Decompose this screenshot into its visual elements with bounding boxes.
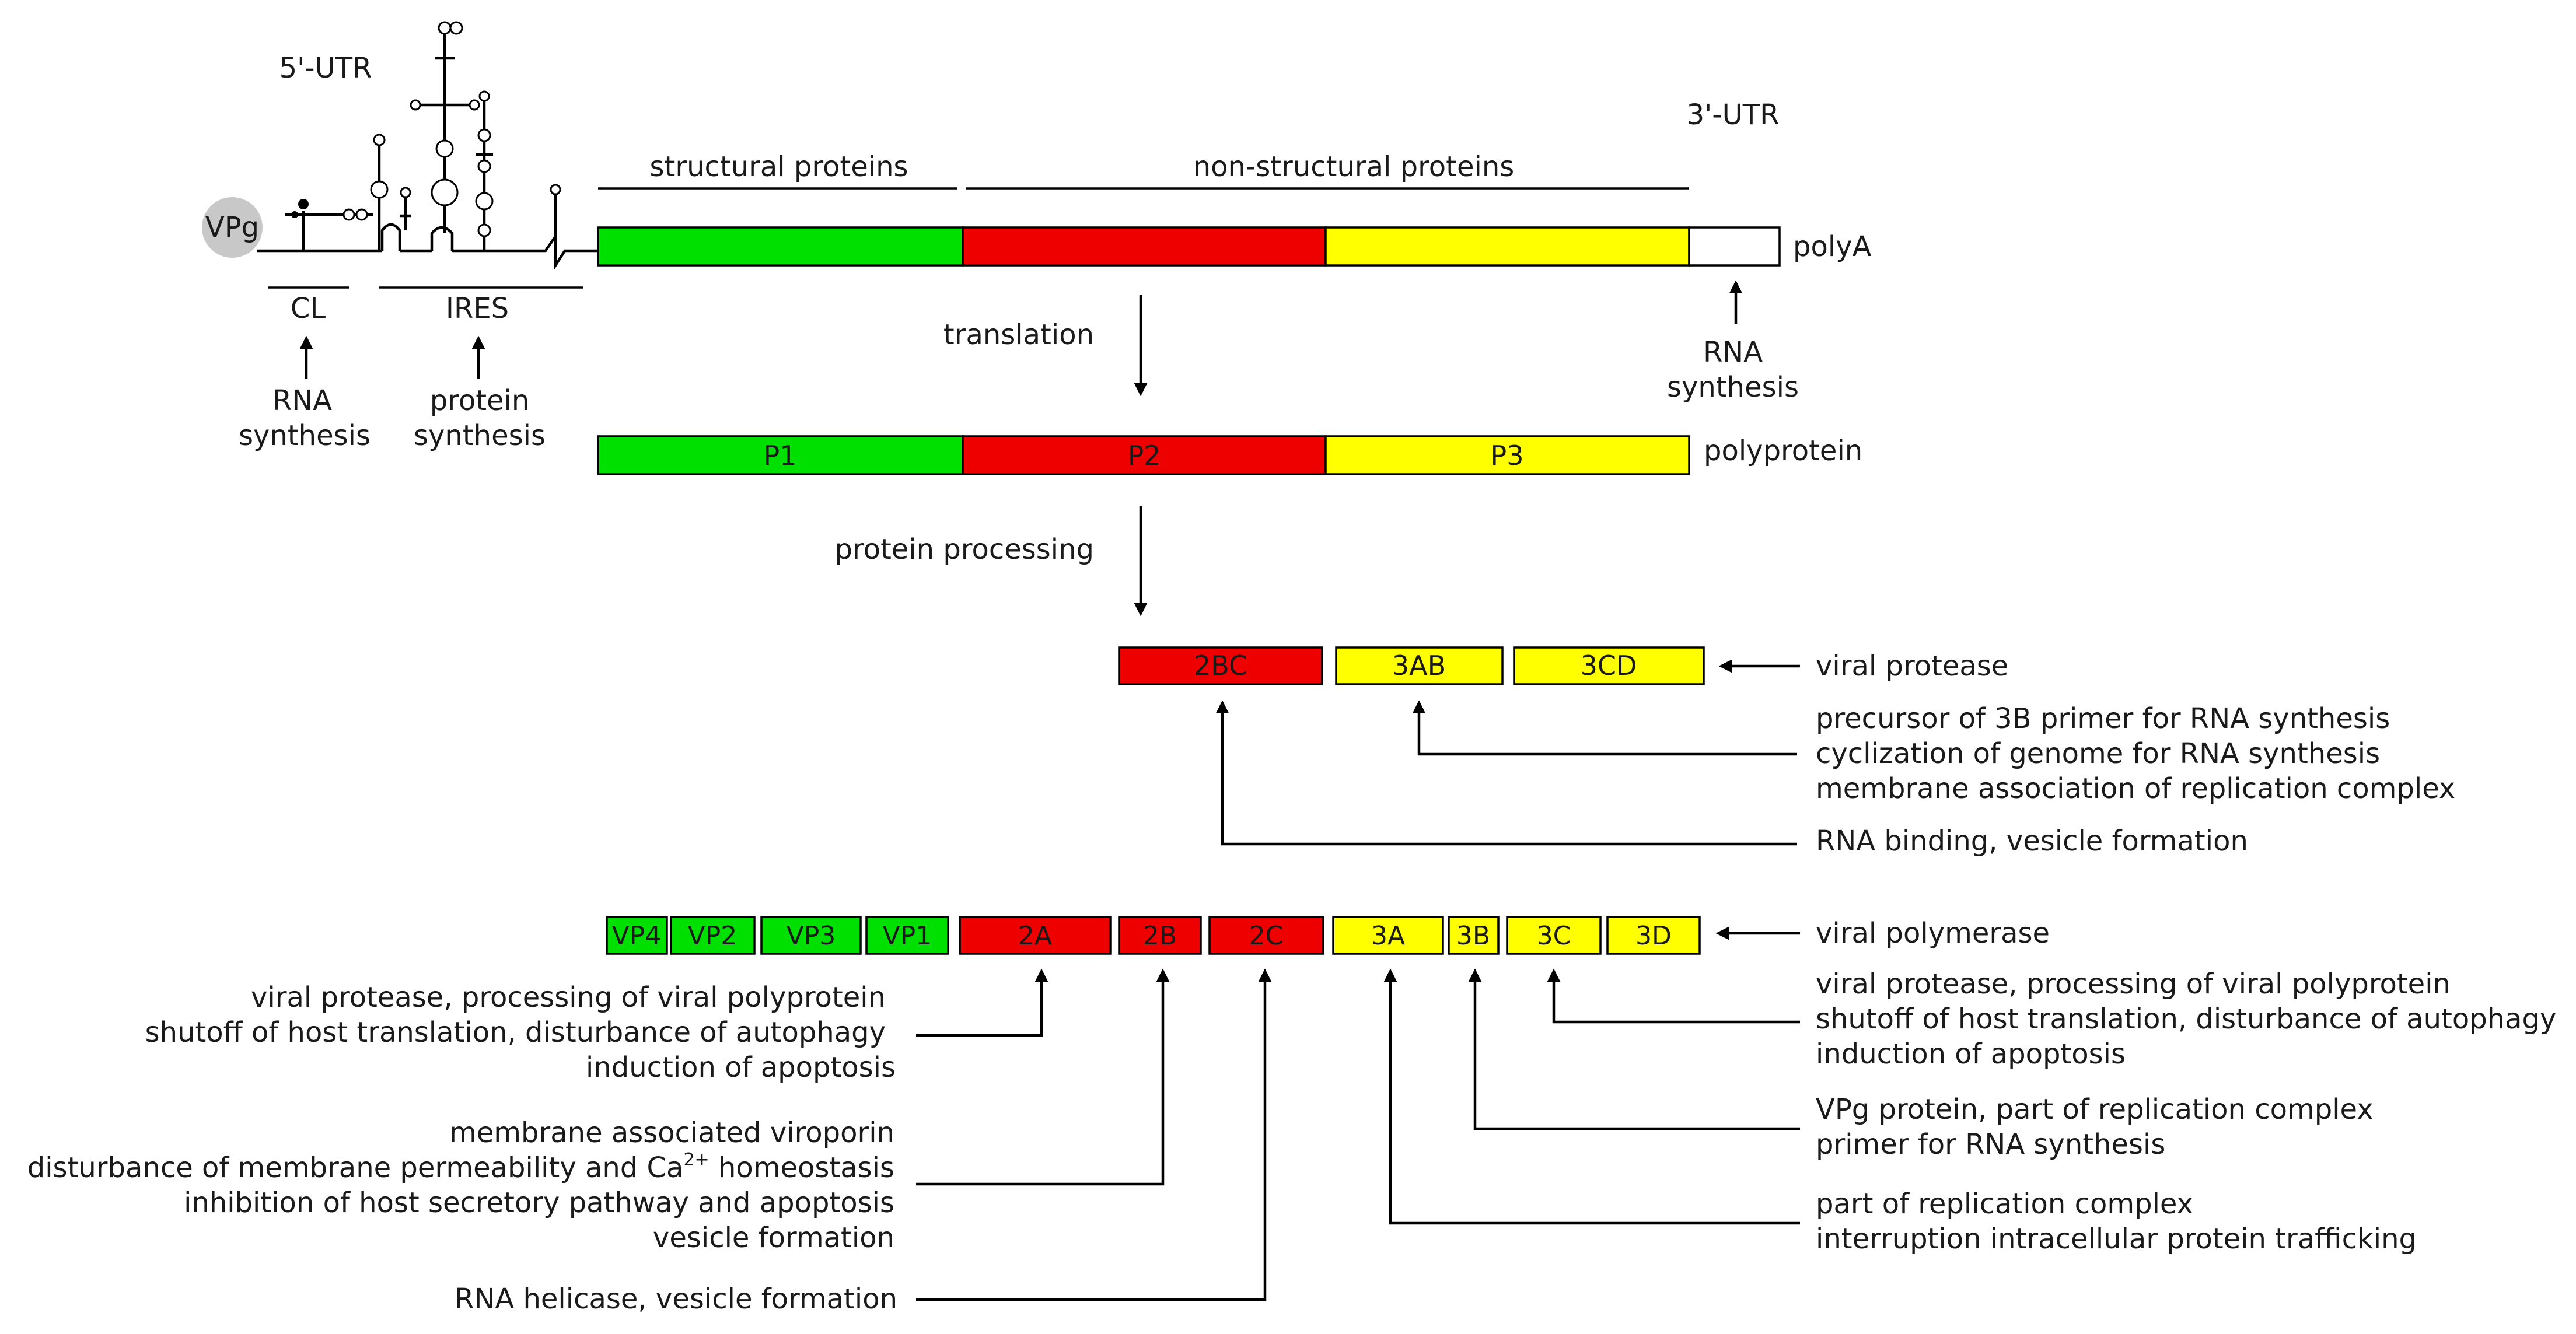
polyprotein-p3-box xyxy=(1324,435,1690,475)
a2-function-line2: shutoff of host translation, disturbance… xyxy=(145,1016,886,1049)
ab-function-connector xyxy=(1412,700,1797,756)
polyprotein-p1-label: P1 xyxy=(763,440,796,471)
processing-step: protein processing xyxy=(834,506,1148,617)
c3-function-line1: viral protease, processing of viral poly… xyxy=(1816,968,2451,1000)
polyprotein-p3-label: P3 xyxy=(1490,440,1523,471)
mature-vp1-label: VP1 xyxy=(883,921,932,951)
mature-3b-label: 3B xyxy=(1456,921,1490,951)
ab-function-line1: precursor of 3B primer for RNA synthesis xyxy=(1816,702,2390,735)
genome-p3-region xyxy=(1324,226,1690,267)
c3-function-connector xyxy=(1547,968,1800,1024)
precursor-3ab-box xyxy=(1335,646,1504,685)
mature-2c-label: 2C xyxy=(1249,921,1284,951)
translation-label: translation xyxy=(943,318,1094,351)
mature-2a-label: 2A xyxy=(1018,921,1052,951)
a2-function-connector xyxy=(916,968,1048,1037)
mature-protein-row: VP4 VP2 VP3 VP1 2A 2B 2C 3A 3B 3C 3D vir… xyxy=(606,916,2050,955)
genome-utr3-region xyxy=(1688,226,1781,267)
genome-row: VPg xyxy=(202,21,1872,452)
genome-p2-region xyxy=(962,226,1327,267)
a2-function-line3: induction of apoptosis xyxy=(586,1051,896,1084)
right-annotations: viral protease, processing of viral poly… xyxy=(1383,968,2556,1255)
cl-function-line2: synthesis xyxy=(239,419,371,452)
mature-2b-label: 2B xyxy=(1143,921,1177,951)
mature-3c-label: 3C xyxy=(1537,921,1571,951)
mature-2a-box xyxy=(959,916,1112,955)
c3-function-line3: induction of apoptosis xyxy=(1816,1038,2126,1070)
mature-3a-label: 3A xyxy=(1371,921,1405,951)
ab-function-line2: cyclization of genome for RNA synthesis xyxy=(1816,737,2380,770)
a3-function-connector xyxy=(1383,968,1800,1225)
cl-label: CL xyxy=(291,292,326,325)
b2-function-line3: inhibition of host secretory pathway and… xyxy=(184,1186,894,1219)
mature-3a-box xyxy=(1332,916,1444,955)
cloverleaf-structure xyxy=(285,199,373,251)
cl-function-line1: RNA xyxy=(272,384,332,417)
vpg-circle xyxy=(202,197,263,258)
c2-function-label: RNA helicase, vesicle formation xyxy=(455,1283,897,1315)
b2-function-connector xyxy=(916,968,1170,1186)
polyprotein-p2-box xyxy=(962,435,1327,475)
viral-protease-label: viral protease xyxy=(1816,650,2008,682)
processing-label: protein processing xyxy=(834,533,1094,566)
ires-structure xyxy=(370,21,561,251)
polyprotein-label: polyprotein xyxy=(1704,435,1862,467)
b3-function-line2: primer for RNA synthesis xyxy=(1816,1128,2165,1161)
mature-2c-box xyxy=(1208,916,1324,955)
mature-vp3-label: VP3 xyxy=(787,921,836,951)
polyprotein-p1-box xyxy=(597,435,964,475)
bc-function-connector xyxy=(1215,700,1797,846)
a2-function-line1: viral protease, processing of viral poly… xyxy=(251,981,886,1014)
bc-function-label: RNA binding, vesicle formation xyxy=(1816,825,2248,857)
mature-3d-box xyxy=(1606,916,1701,955)
mature-vp4-box xyxy=(606,916,668,955)
b2-function-line1: membrane associated viroporin xyxy=(449,1116,894,1149)
viral-polymerase-label: viral polymerase xyxy=(1816,917,2050,950)
polyprotein-p2-label: P2 xyxy=(1127,440,1161,471)
mature-3b-box xyxy=(1448,916,1500,955)
c2-function-connector xyxy=(916,968,1272,1301)
ires-function-line1: protein xyxy=(430,384,530,417)
mature-vp2-box xyxy=(670,916,756,955)
a3-function-line1: part of replication complex xyxy=(1816,1188,2193,1220)
utr3-function-line1: RNA xyxy=(1703,336,1763,369)
mature-vp3-box xyxy=(760,916,862,955)
b2-function-line4: vesicle formation xyxy=(653,1221,894,1254)
precursor-3ab-label: 3AB xyxy=(1392,650,1446,681)
c3-function-line2: shutoff of host translation, disturbance… xyxy=(1816,1003,2556,1035)
mature-2b-box xyxy=(1118,916,1202,955)
polya-label: polyA xyxy=(1793,230,1872,263)
precursor-2bc-label: 2BC xyxy=(1194,650,1247,681)
b2-function-line2: disturbance of membrane permeability and… xyxy=(27,1150,894,1184)
polyprotein-row: P1 P2 P3 polyprotein xyxy=(597,435,1862,475)
ires-label: IRES xyxy=(446,292,509,325)
ires-function-line2: synthesis xyxy=(414,419,546,452)
b3-function-connector xyxy=(1468,968,1800,1130)
a3-function-line2: interruption intracellular protein traff… xyxy=(1816,1223,2417,1255)
translation-step: translation xyxy=(943,295,1148,397)
mature-3c-box xyxy=(1506,916,1602,955)
precursor-3cd-label: 3CD xyxy=(1581,650,1637,681)
utr3-function-line2: synthesis xyxy=(1667,371,1799,404)
mature-vp4-label: VP4 xyxy=(612,921,662,951)
vpg-label: VPg xyxy=(205,211,259,244)
mature-vp2-label: VP2 xyxy=(688,921,738,951)
nonstructural-label: non-structural proteins xyxy=(1193,150,1515,183)
precursor-2bc-box xyxy=(1118,646,1323,685)
mature-vp1-box xyxy=(865,916,949,955)
b3-function-line1: VPg protein, part of replication complex xyxy=(1816,1093,2374,1126)
mature-3d-label: 3D xyxy=(1635,921,1672,951)
utr5-label: 5'-UTR xyxy=(279,52,372,85)
genome-structural-region xyxy=(597,226,964,267)
precursor-3cd-box xyxy=(1513,646,1705,685)
utr3-label: 3'-UTR xyxy=(1687,99,1780,131)
structural-label: structural proteins xyxy=(650,150,908,183)
ab-function-line3: membrane association of replication comp… xyxy=(1816,772,2455,805)
left-annotations: viral protease, processing of viral poly… xyxy=(27,968,1272,1315)
precursor-row: 2BC 3AB 3CD viral protease precursor of … xyxy=(1118,646,2455,857)
utr5-backbone xyxy=(257,232,598,270)
